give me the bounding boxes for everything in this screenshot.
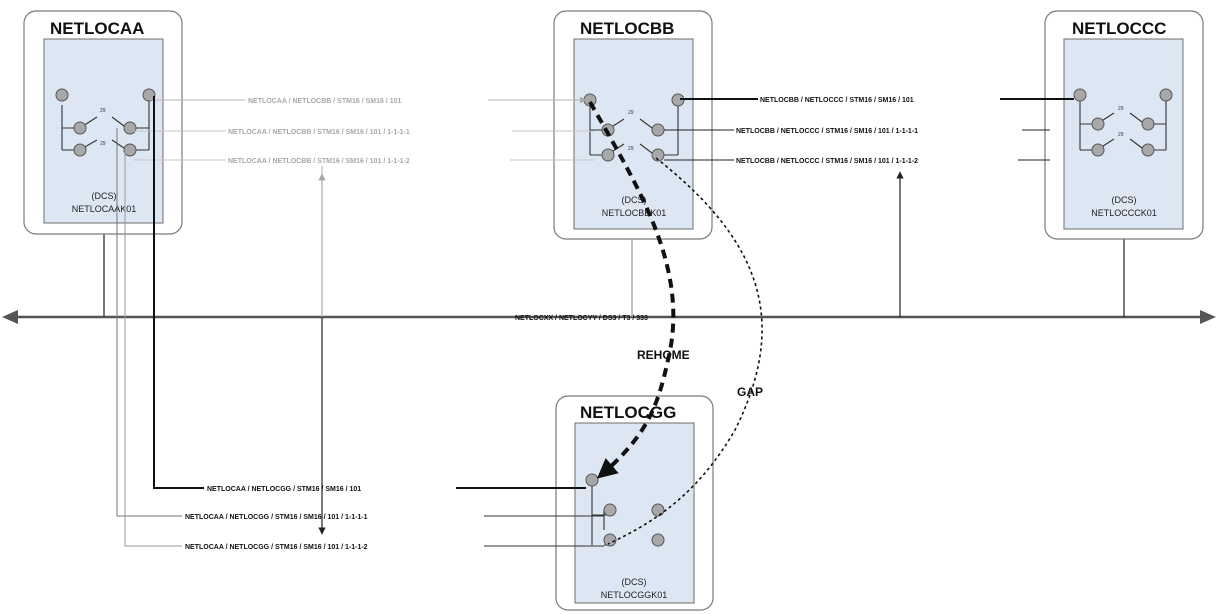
link-label: NETLOCAA / NETLOCGG / STM16 / SM16 / 101… [185,544,368,551]
site-title: NETLOCBB [580,19,674,38]
switch-number: 29 [628,146,634,152]
port[interactable] [651,123,665,137]
port[interactable] [651,148,665,162]
link-label: NETLOCBB / NETLOCCC / STM16 / SM16 / 101 [760,97,914,104]
node-name: NETLOCGGK01 [601,590,668,600]
link-label: NETLOCAA / NETLOCBB / STM16 / SM16 / 101… [228,129,410,136]
ds3-bus [2,310,1216,324]
port[interactable] [1141,117,1155,131]
port[interactable] [651,533,665,547]
link-bb-cc [664,98,1074,161]
rehome-path [588,101,676,479]
node-name: NETLOCCCK01 [1091,208,1157,218]
link-label: NETLOCBB / NETLOCCC / STM16 / SM16 / 101… [736,158,918,165]
site-netlocaa[interactable]: NETLOCAA 29 29 (DCS) NETLOCAAK01 [23,10,183,235]
switch-number: 29 [100,141,106,147]
port[interactable] [142,88,156,102]
link-label: NETLOCAA / NETLOCBB / STM16 / SM16 / 101 [248,98,401,105]
link-aa-bb [134,96,594,161]
port[interactable] [123,121,137,135]
port[interactable] [601,148,615,162]
rehome-label: REHOME [637,348,690,362]
switch-number: 29 [100,108,106,114]
gap-label: GAP [737,385,763,399]
port[interactable] [55,88,69,102]
port[interactable] [1073,88,1087,102]
site-netlocbb[interactable]: NETLOCBB 29 29 (DCS) NETLOCBBK01 [553,10,713,240]
port[interactable] [1091,117,1105,131]
port[interactable] [651,503,665,517]
bus-label: NETLOCXX / NETLOCYY / DS3 / T3 / 333 [515,315,648,322]
port[interactable] [585,473,599,487]
port[interactable] [1159,88,1173,102]
link-label: NETLOCAA / NETLOCGG / STM16 / SM16 / 101… [185,514,368,521]
site-title: NETLOCCC [1072,19,1166,38]
link-label: NETLOCBB / NETLOCCC / STM16 / SM16 / 101… [736,128,918,135]
node-type: (DCS) [622,195,647,205]
switch-number: 29 [628,110,634,116]
node-type: (DCS) [622,577,647,587]
port[interactable] [1141,143,1155,157]
link-label: NETLOCAA / NETLOCGG / STM16 / SM16 / 101 [207,486,361,493]
port[interactable] [73,121,87,135]
link-aa-gg [116,96,604,547]
site-netlocgg[interactable]: NETLOCGG (DCS) NETLOCGGK01 [555,395,714,611]
node-name: NETLOCAAK01 [72,204,137,214]
site-title: NETLOCAA [50,19,144,38]
node-name: NETLOCBBK01 [602,208,667,218]
node-type: (DCS) [1112,195,1137,205]
port[interactable] [603,533,617,547]
site-netloccc[interactable]: NETLOCCC 29 29 (DCS) NETLOCCCK01 [1044,10,1204,240]
port[interactable] [1091,143,1105,157]
link-label: NETLOCAA / NETLOCBB / STM16 / SM16 / 101… [228,158,410,165]
site-title: NETLOCGG [580,403,676,422]
gap-path [607,157,763,545]
switch-number: 29 [1118,106,1124,112]
port[interactable] [123,143,137,157]
switch-number: 29 [1118,132,1124,138]
node-type: (DCS) [92,191,117,201]
port[interactable] [73,143,87,157]
port[interactable] [603,503,617,517]
